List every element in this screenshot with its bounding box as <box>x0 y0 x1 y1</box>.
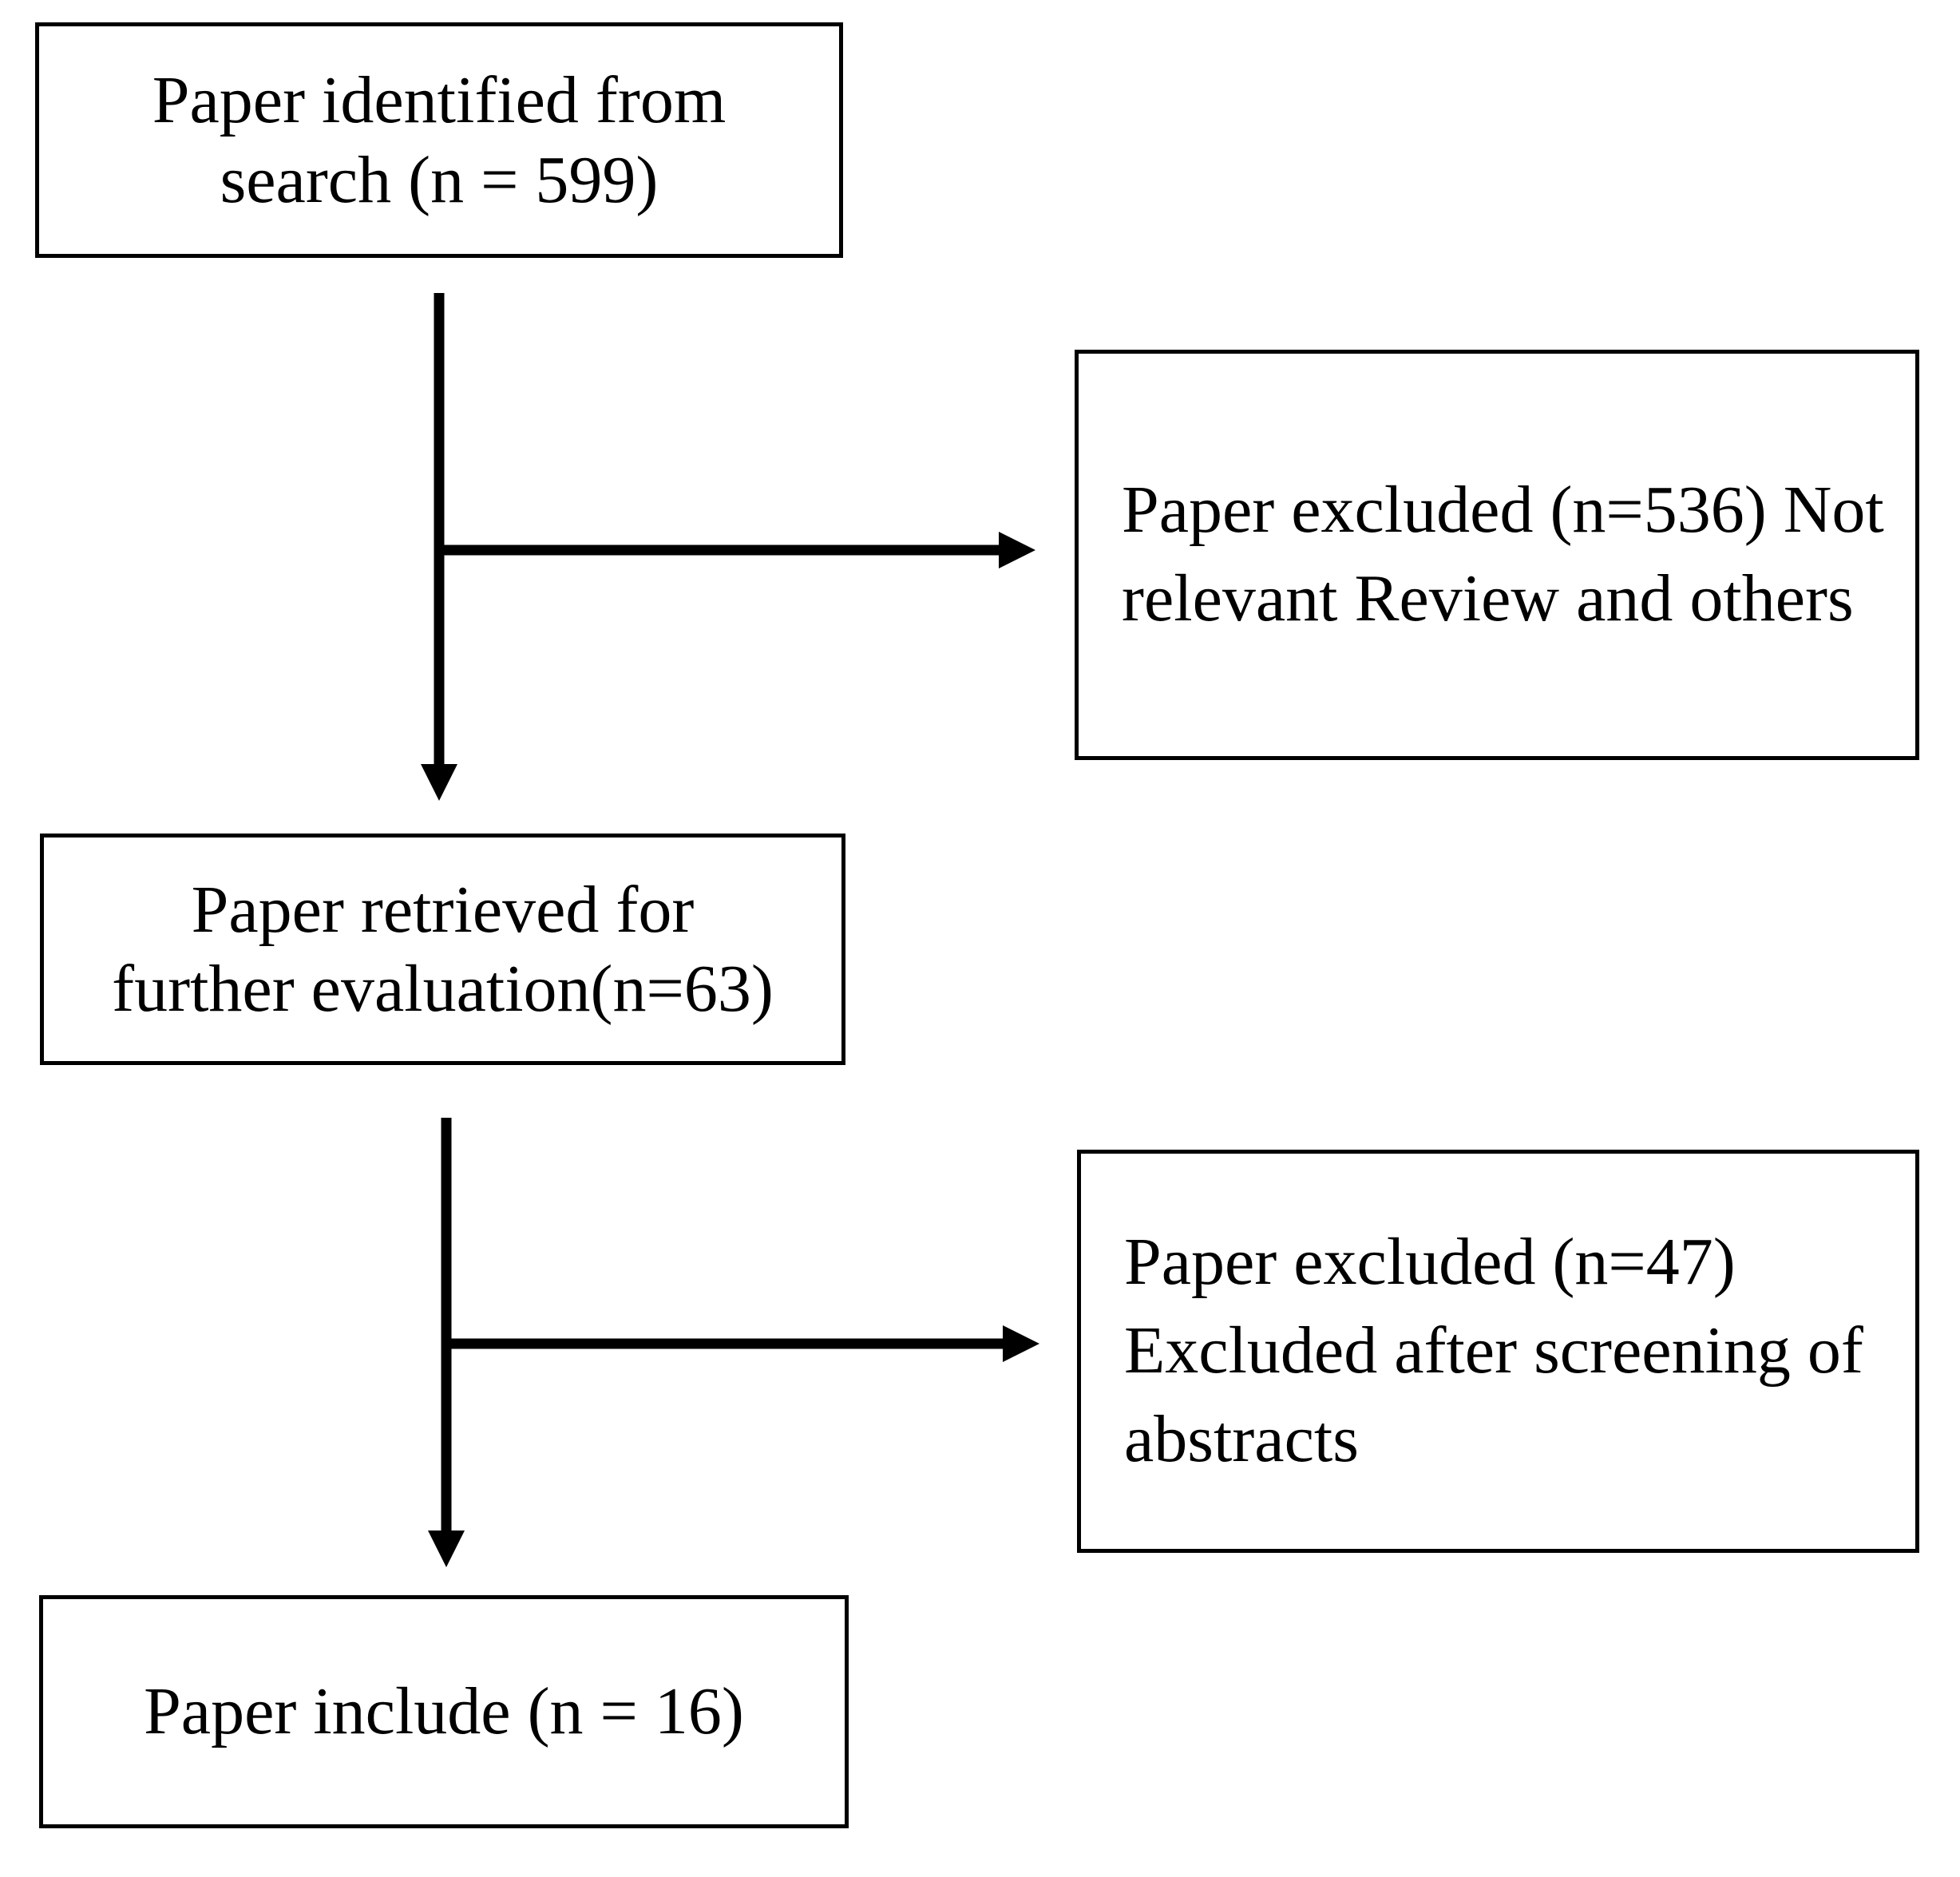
node-papers-included: Paper include (n = 16) <box>39 1595 849 1828</box>
node-text-line: Paper excluded (n=47) <box>1124 1225 1736 1300</box>
arrow-identified-to-retrieved-head <box>421 764 457 801</box>
node-text-line: Paper identified from <box>152 63 727 138</box>
node-papers-excluded-first: Paper excluded (n=536) Not relevant Revi… <box>1075 350 1919 760</box>
node-text-line: search (n = 599) <box>220 142 659 217</box>
node-papers-identified: Paper identified from search (n = 599) <box>35 22 843 258</box>
node-text-line: relevant Review and others <box>1122 561 1854 636</box>
node-text-line: further evaluation(n=63) <box>112 952 774 1026</box>
node-text-line: Paper include (n = 16) <box>144 1674 744 1749</box>
arrow-branch-to-excluded-first-head <box>999 532 1035 568</box>
node-text-line: Excluded after screening of <box>1124 1313 1863 1388</box>
node-papers-retrieved: Paper retrieved for further evaluation(n… <box>40 834 845 1065</box>
arrow-branch-to-excluded-second-head <box>1003 1325 1039 1362</box>
node-text-line: Paper excluded (n=536) Not <box>1122 473 1884 548</box>
node-papers-excluded-second: Paper excluded (n=47) Excluded after scr… <box>1077 1150 1919 1553</box>
node-text-line: Paper retrieved for <box>191 872 695 947</box>
node-text-line: abstracts <box>1124 1401 1359 1476</box>
arrow-retrieved-to-included-head <box>428 1531 465 1567</box>
